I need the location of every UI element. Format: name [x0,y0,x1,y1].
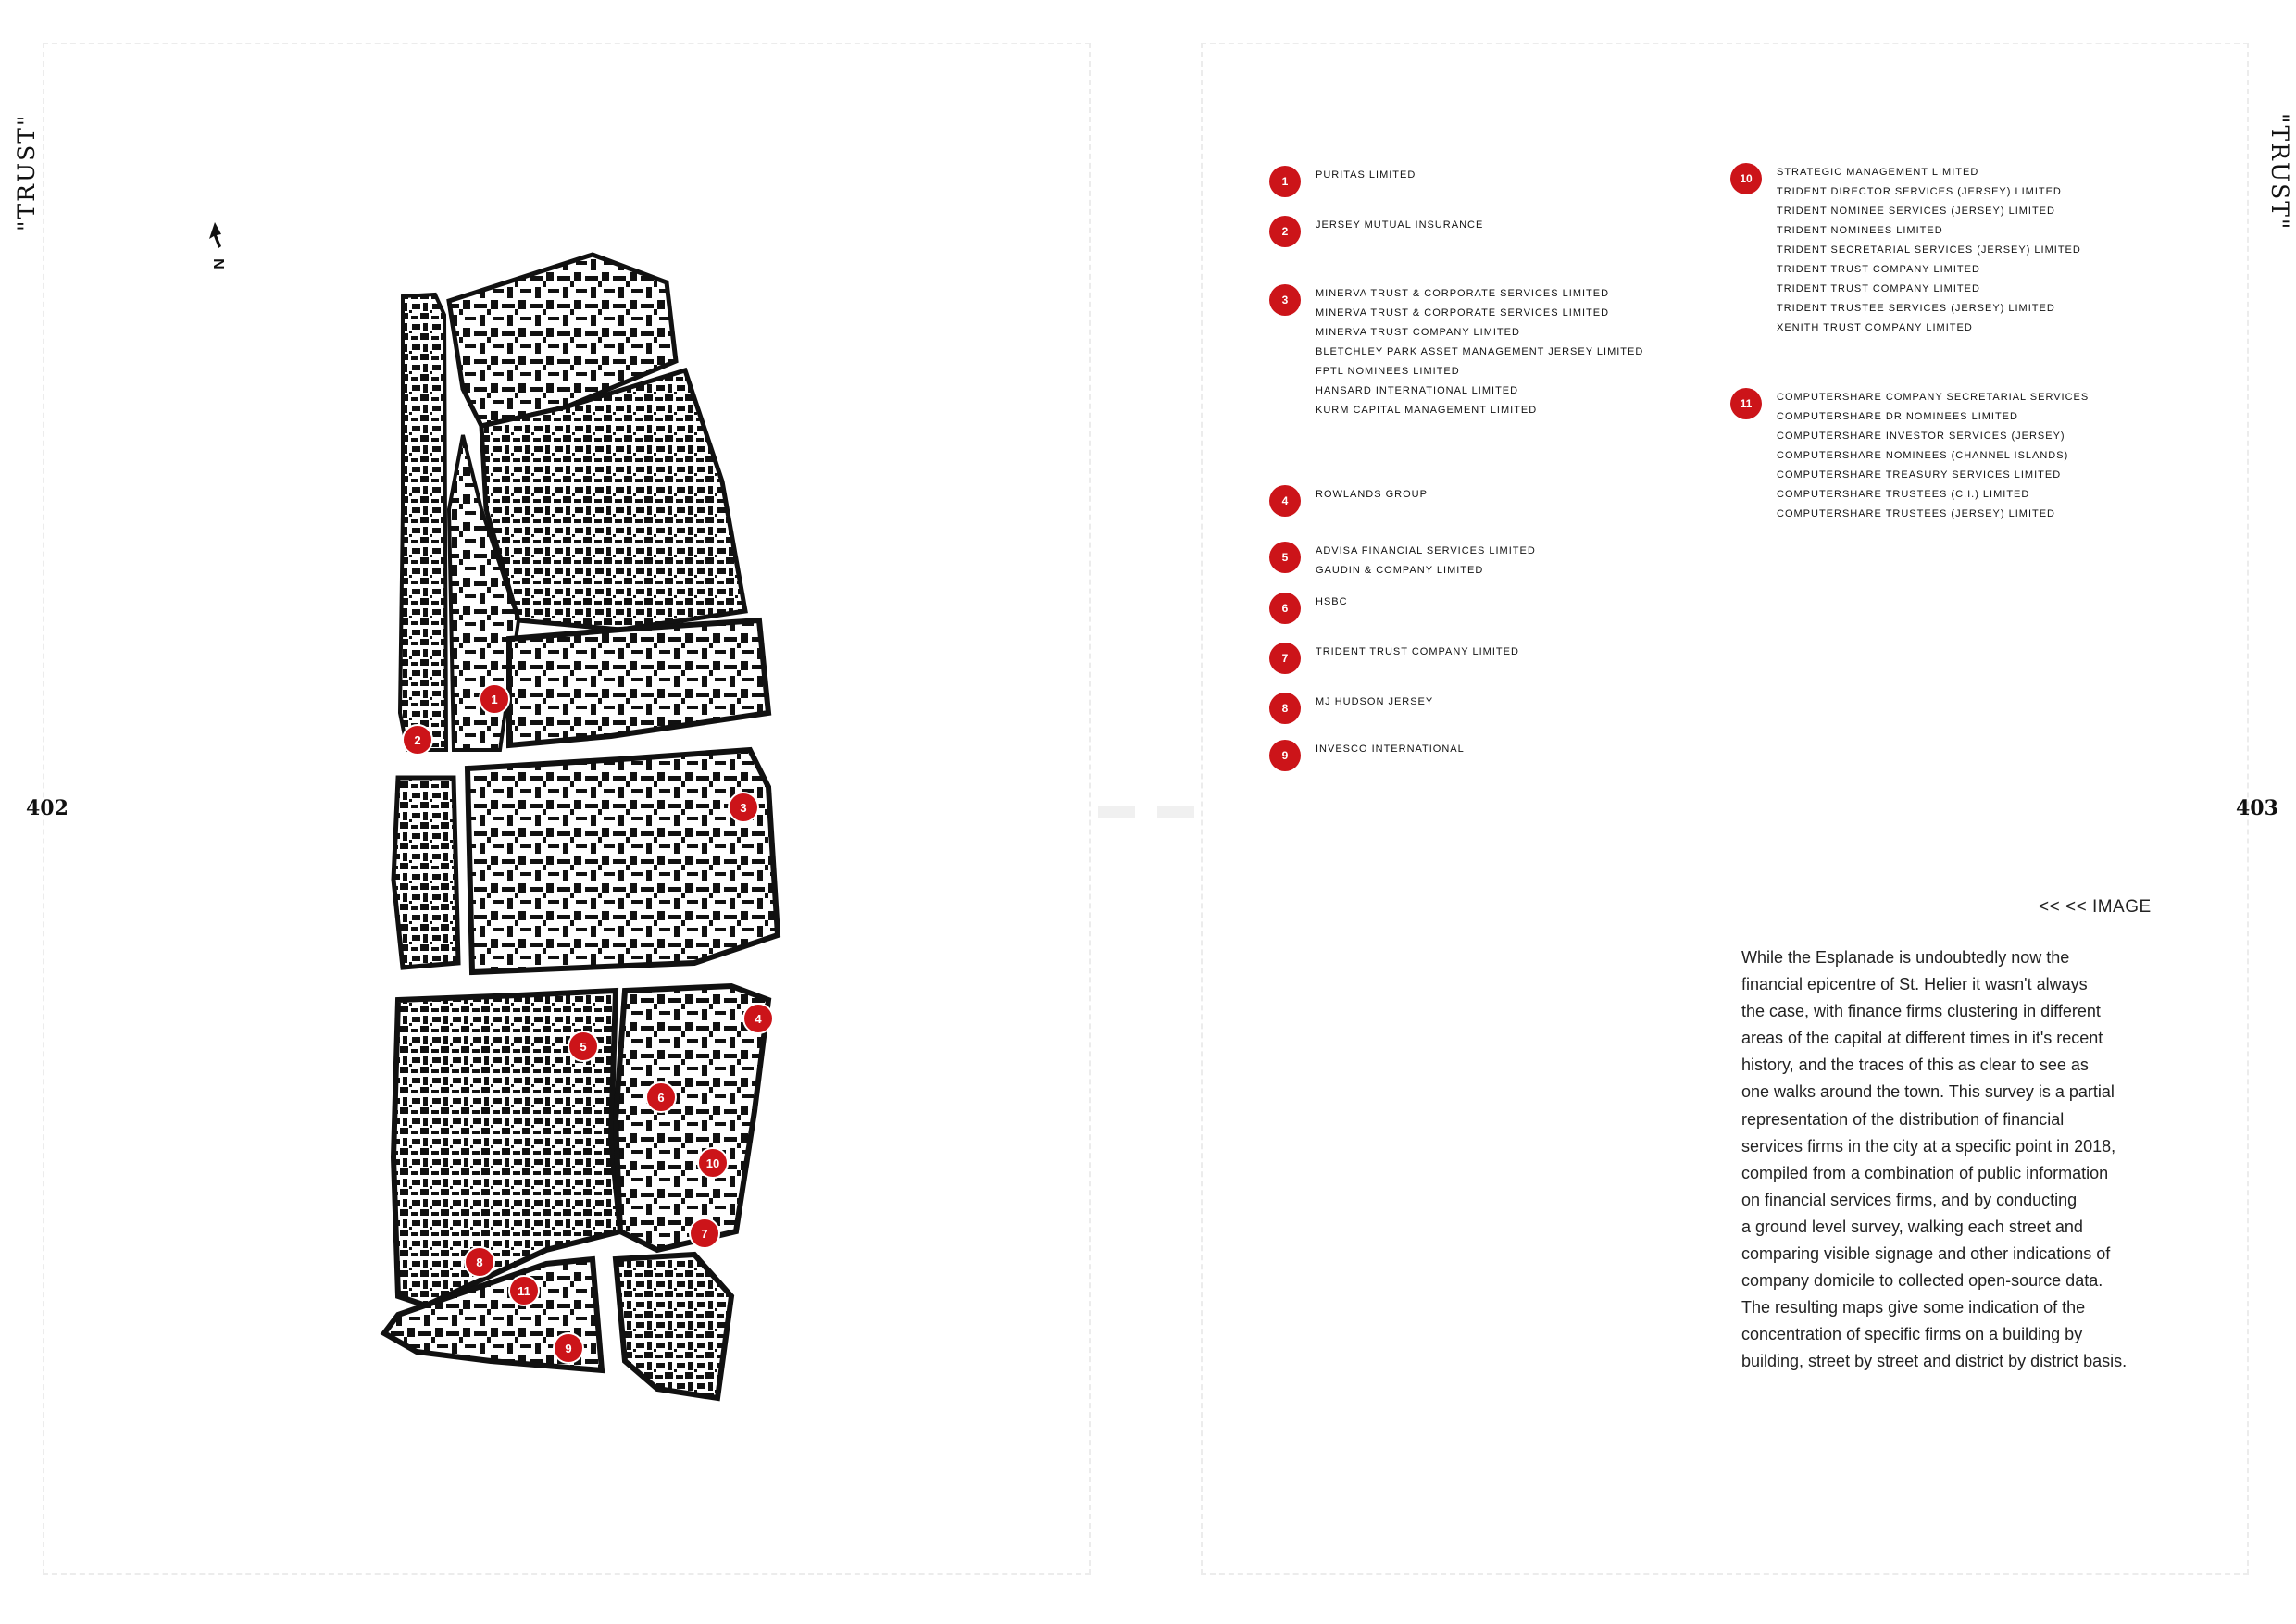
page-number-right: 403 [2236,796,2278,820]
legend-marker-7: 7 [1269,643,1301,674]
legend-marker-1: 1 [1269,166,1301,197]
body-line: financial epicentre of St. Helier it was… [1741,975,2088,994]
legend-name: TRIDENT SECRETARIAL SERVICES (JERSEY) LI… [1777,244,2081,256]
legend-name: COMPUTERSHARE DR NOMINEES LIMITED [1777,411,2018,422]
legend-name: GAUDIN & COMPANY LIMITED [1316,565,1484,576]
body-line: one walks around the town. This survey i… [1741,1082,2115,1102]
body-line: building, street by street and district … [1741,1352,2128,1371]
legend-name: FPTL NOMINEES LIMITED [1316,366,1460,377]
map-marker-10[interactable]: 10 [697,1147,729,1179]
body-line: the case, with finance firms clustering … [1741,1002,2101,1021]
body-line: on financial services firms, and by cond… [1741,1190,2078,1209]
body-line: comparing visible signage and other indi… [1741,1244,2111,1264]
body-line: areas of the capital at different times … [1741,1029,2103,1048]
map-marker-11[interactable]: 11 [508,1275,540,1306]
legend-name: COMPUTERSHARE TRUSTEES (JERSEY) LIMITED [1777,508,2055,519]
map-marker-4[interactable]: 4 [742,1003,774,1034]
legend-name: PURITAS LIMITED [1316,169,1416,181]
legend-name: TRIDENT TRUST COMPANY LIMITED [1777,264,1980,275]
legend-name: COMPUTERSHARE NOMINEES (CHANNEL ISLANDS) [1777,450,2069,461]
legend-marker-4: 4 [1269,485,1301,517]
legend-name: COMPUTERSHARE INVESTOR SERVICES (JERSEY) [1777,431,2065,442]
aerial-map-graphic [380,252,781,1402]
gutter-mark-right [1157,806,1194,818]
map-marker-1[interactable]: 1 [479,683,510,715]
legend-name: ROWLANDS GROUP [1316,489,1428,500]
body-line: representation of the distribution of fi… [1741,1109,2065,1129]
map-marker-9[interactable]: 9 [553,1332,584,1364]
legend-name: HANSARD INTERNATIONAL LIMITED [1316,385,1519,396]
map-marker-2[interactable]: 2 [402,724,433,756]
legend-name: TRIDENT TRUST COMPANY LIMITED [1316,646,1519,657]
legend-name: COMPUTERSHARE COMPANY SECRETARIAL SERVIC… [1777,392,2090,403]
image-link[interactable]: << << IMAGE [2039,897,2152,917]
legend-name: MINERVA TRUST COMPANY LIMITED [1316,327,1520,338]
map-marker-6[interactable]: 6 [645,1081,677,1113]
legend-name: XENITH TRUST COMPANY LIMITED [1777,322,1973,333]
map-marker-5[interactable]: 5 [568,1031,599,1062]
legend-name: TRIDENT NOMINEES LIMITED [1777,225,1943,236]
legend-name: MJ HUDSON JERSEY [1316,696,1434,707]
legend-name: COMPUTERSHARE TREASURY SERVICES LIMITED [1777,469,2062,481]
body-line: concentration of specific firms on a bui… [1741,1325,2083,1344]
legend-name: STRATEGIC MANAGEMENT LIMITED [1777,167,1979,178]
legend-name: TRIDENT TRUSTEE SERVICES (JERSEY) LIMITE… [1777,303,2055,314]
body-line: history, and the traces of this as clear… [1741,1056,2089,1075]
legend-name: TRIDENT NOMINEE SERVICES (JERSEY) LIMITE… [1777,206,2055,217]
legend-name: BLETCHLEY PARK ASSET MANAGEMENT JERSEY L… [1316,346,1644,357]
legend-marker-3: 3 [1269,284,1301,316]
map-marker-3[interactable]: 3 [728,792,759,823]
body-line: The resulting maps give some indication … [1741,1298,2086,1318]
legend-name: JERSEY MUTUAL INSURANCE [1316,219,1484,231]
body-line: services firms in the city at a specific… [1741,1136,2116,1156]
legend-name: MINERVA TRUST & CORPORATE SERVICES LIMIT… [1316,288,1610,299]
page-number-left: 402 [26,796,69,820]
legend-name: INVESCO INTERNATIONAL [1316,743,1465,755]
legend-name: TRIDENT TRUST COMPANY LIMITED [1777,283,1980,294]
legend-marker-11: 11 [1730,388,1762,419]
body-line: compiled from a combination of public in… [1741,1163,2109,1182]
running-head-right: "TRUST" [2266,113,2293,231]
legend-name: TRIDENT DIRECTOR SERVICES (JERSEY) LIMIT… [1777,186,2062,197]
legend-marker-6: 6 [1269,593,1301,624]
north-label: N [211,258,228,269]
map-marker-7[interactable]: 7 [689,1218,720,1249]
legend-marker-10: 10 [1730,163,1762,194]
running-head-left: "TRUST" [13,113,40,231]
legend-name: MINERVA TRUST & CORPORATE SERVICES LIMIT… [1316,307,1610,319]
body-line: company domicile to collected open-sourc… [1741,1271,2103,1291]
right-page-frame [1201,43,2249,1575]
map-marker-8[interactable]: 8 [464,1246,495,1278]
legend-name: ADVISA FINANCIAL SERVICES LIMITED [1316,545,1536,556]
left-page-frame [43,43,1091,1575]
body-line: While the Esplanade is undoubtedly now t… [1741,948,2070,967]
gutter-mark-left [1098,806,1135,818]
legend-marker-9: 9 [1269,740,1301,771]
body-paragraph: While the Esplanade is undoubtedly now t… [1741,944,2149,1376]
legend-name: HSBC [1316,596,1348,607]
legend-name: KURM CAPITAL MANAGEMENT LIMITED [1316,405,1538,416]
site-map: 1 2 3 4 5 6 7 8 9 10 11 [380,231,815,1407]
legend-name: COMPUTERSHARE TRUSTEES (C.I.) LIMITED [1777,489,2030,500]
legend-marker-5: 5 [1269,542,1301,573]
north-arrow-icon: N [206,222,233,278]
legend-marker-8: 8 [1269,693,1301,724]
body-line: a ground level survey, walking each stre… [1741,1217,2083,1236]
legend-marker-2: 2 [1269,216,1301,247]
